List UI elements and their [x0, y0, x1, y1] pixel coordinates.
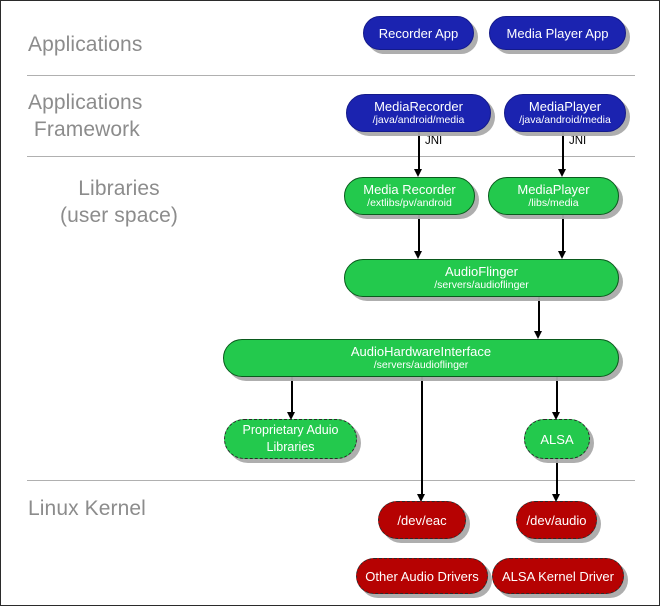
node-media-recorder-library-title: Media Recorder [363, 182, 456, 197]
connector-mediarecorder-jni [418, 131, 420, 171]
edge-label-jni-right: JNI [569, 135, 587, 147]
arrowhead-alsa-devaudio [552, 494, 560, 502]
node-alsa-title: ALSA [540, 431, 574, 447]
node-audioflinger[interactable]: AudioFlinger /servers/audioflinger [344, 259, 619, 297]
node-mediaplayer-framework[interactable]: MediaPlayer /java/android/media [504, 94, 626, 132]
node-media-player-library-path: /libs/media [528, 197, 579, 209]
divider-applications [27, 75, 635, 76]
connector-ahi-deveac [421, 376, 423, 494]
node-media-recorder-library[interactable]: Media Recorder /extlibs/pv/android [344, 177, 475, 215]
connector-mediaplayer-jni [562, 131, 564, 171]
node-mediaplayer-framework-path: /java/android/media [519, 114, 611, 126]
layer-label-applications: Applications [28, 33, 143, 56]
connector-ahi-alsa [556, 376, 558, 412]
node-media-player-app[interactable]: Media Player App [489, 16, 626, 50]
node-proprietary-audio-libraries-title: Proprietary Aduio Libraries [242, 423, 339, 454]
node-mediaplayer-framework-title: MediaPlayer [528, 99, 602, 114]
arrowhead-mediaplayerlib-audioflinger [558, 251, 566, 259]
connector-alsa-devaudio [556, 458, 558, 494]
connector-ahi-proprietary [291, 376, 293, 412]
node-other-audio-drivers-title: Other Audio Drivers [365, 568, 479, 584]
layer-label-applications-framework-line2: Framework [28, 118, 140, 141]
divider-linux-kernel [27, 480, 635, 481]
node-mediarecorder-framework-path: /java/android/media [372, 114, 465, 126]
node-audiohardwareinterface[interactable]: AudioHardwareInterface /servers/audiofli… [223, 339, 619, 377]
arrowhead-ahi-alsa [552, 412, 560, 420]
node-dev-audio[interactable]: /dev/audio [516, 501, 597, 539]
node-other-audio-drivers[interactable]: Other Audio Drivers [356, 558, 488, 594]
node-media-recorder-library-path: /extlibs/pv/android [367, 197, 452, 209]
layer-label-linux-kernel: Linux Kernel [28, 497, 146, 520]
node-audiohardwareinterface-title: AudioHardwareInterface [350, 344, 492, 359]
node-dev-eac[interactable]: /dev/eac [378, 501, 466, 539]
arrowhead-mediarecorderlib-audioflinger [414, 251, 422, 259]
node-audioflinger-path: /servers/audioflinger [434, 279, 529, 291]
arrowhead-ahi-proprietary [287, 412, 295, 420]
node-media-player-library-title: MediaPlayer [517, 182, 590, 197]
node-mediarecorder-framework-title: MediaRecorder [374, 99, 463, 114]
node-alsa-kernel-driver-title: ALSA Kernel Driver [502, 568, 614, 584]
layer-label-libraries-line2: (user space) [60, 204, 178, 227]
node-alsa[interactable]: ALSA [524, 419, 590, 459]
node-media-player-library[interactable]: MediaPlayer /libs/media [488, 177, 619, 215]
node-dev-audio-title: /dev/audio [526, 512, 587, 528]
node-audioflinger-title: AudioFlinger [445, 264, 518, 279]
node-audiohardwareinterface-path: /servers/audioflinger [373, 359, 469, 371]
node-recorder-app-title: Recorder App [378, 25, 459, 41]
connector-mediarecorderlib-audioflinger [418, 214, 420, 251]
arrowhead-mediaplayer-jni [558, 169, 566, 177]
node-dev-eac-title: /dev/eac [397, 512, 447, 528]
node-recorder-app[interactable]: Recorder App [363, 16, 474, 50]
node-media-player-app-title: Media Player App [506, 25, 609, 41]
edge-label-jni-left: JNI [425, 135, 443, 147]
connector-audioflinger-audiohardwareinterface [538, 297, 540, 331]
layer-label-libraries-line1: Libraries [78, 177, 160, 200]
node-alsa-kernel-driver[interactable]: ALSA Kernel Driver [492, 558, 624, 594]
arrowhead-audioflinger-audiohardwareinterface [534, 331, 542, 339]
layer-label-applications-framework-line1: Applications [28, 91, 143, 114]
arrowhead-ahi-deveac [417, 494, 425, 502]
node-proprietary-audio-libraries[interactable]: Proprietary Aduio Libraries [224, 419, 357, 459]
divider-applications-framework [27, 156, 635, 157]
arrowhead-mediarecorder-jni [414, 169, 422, 177]
connector-mediaplayerlib-audioflinger [562, 214, 564, 251]
node-mediarecorder-framework[interactable]: MediaRecorder /java/android/media [346, 94, 491, 132]
